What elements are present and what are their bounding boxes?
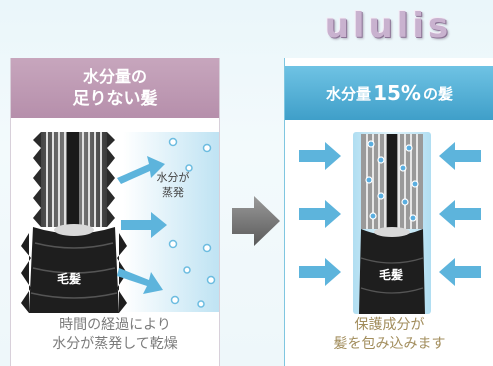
left-caption: 時間の経過により 水分が蒸発して乾燥 (11, 316, 219, 354)
moisture-arrow-icon (117, 156, 167, 294)
left-title-line2: 足りない髪 (72, 89, 158, 109)
transition-arrow-icon (232, 196, 280, 246)
water-droplet-icon (168, 137, 216, 308)
right-caption: 保護成分が 髪を包み込みます (285, 316, 493, 354)
right-caption-line2: 髪を包み込みます (333, 336, 446, 352)
brand-logo: ululis (324, 6, 453, 46)
hair-strand-dry (21, 132, 127, 313)
protect-arrow-icon (439, 142, 481, 286)
right-panel: 水分量 15% の髪 (284, 58, 493, 366)
hair-label-right: 毛髪 (379, 268, 404, 282)
left-caption-line1: 時間の経過により (59, 317, 171, 333)
moisture-evaporation-label: 水分が 蒸発 (149, 170, 197, 200)
dry-hair-illustration (21, 132, 219, 313)
protect-arrow-icon (299, 142, 341, 286)
moisture-label-line1: 水分が (156, 171, 190, 184)
left-panel: 水分量の 足りない髪 (10, 58, 220, 366)
hair-strand-protected (359, 134, 425, 314)
hair-label-left: 毛髪 (57, 272, 82, 286)
water-droplet-icon (365, 140, 419, 222)
right-title-number: 15% (373, 81, 421, 105)
right-caption-line1: 保護成分が (354, 317, 425, 333)
protected-hair-illustration (299, 132, 481, 314)
right-title-prefix: 水分量 (326, 84, 372, 103)
left-panel-title: 水分量の 足りない髪 (11, 58, 219, 118)
right-panel-title: 水分量 15% の髪 (285, 66, 493, 120)
left-caption-line2: 水分が蒸発して乾燥 (52, 336, 178, 352)
right-title-suffix: の髪 (422, 84, 453, 103)
moisture-label-line2: 蒸発 (162, 186, 184, 199)
left-title-line1: 水分量の (82, 67, 147, 86)
